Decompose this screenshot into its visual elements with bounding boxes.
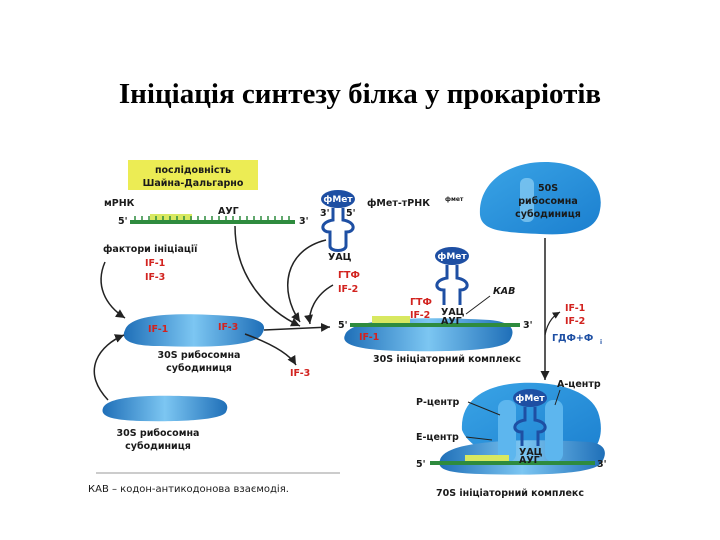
complex-30s-if2: IF-2: [410, 310, 430, 321]
gtp-label: ГТФ: [338, 270, 360, 281]
footnote: КАВ – кодон-антикодонова взаємодія.: [88, 483, 289, 495]
fmet-badge-mid: [435, 247, 469, 265]
complex-30s-met: фМет: [437, 252, 467, 262]
complex-70s-met: фМет: [515, 394, 545, 404]
mrna-5prime: 5': [118, 216, 128, 227]
trna-name-sup: фмет: [445, 196, 464, 203]
mrna-label: мРНК: [104, 198, 135, 209]
complex-70s-3prime: 3': [597, 459, 607, 470]
subunit-50s: [479, 162, 601, 235]
e-site-label: Е-центр: [416, 432, 459, 443]
complex-70s-small: [439, 440, 605, 475]
complex-70s-sd: [465, 455, 509, 463]
trna-bottom-structure: [513, 407, 547, 446]
mrna-ticks: [134, 216, 290, 222]
complex-70s-5prime: 5': [416, 459, 426, 470]
subunit-50s-line2: рибосомна: [518, 196, 578, 207]
arrow-trna-down: [287, 239, 327, 323]
p-site-pointer: [467, 401, 501, 416]
complex-30s-if1: IF-1: [359, 332, 379, 343]
fmet-badge-top: [321, 190, 355, 208]
sd-region: [150, 214, 192, 222]
trna-mid-structure: [435, 265, 469, 305]
p-site-label: Р-центр: [416, 397, 459, 408]
a-site-label: А-центр: [557, 379, 601, 390]
complex-70s-uac: УАЦ: [519, 447, 543, 458]
arrow-if2: [304, 284, 334, 325]
sd-line1: послідовність: [155, 165, 231, 176]
arrow-free-to-bound: [93, 334, 125, 401]
complex-30s-5prime: 5': [338, 320, 348, 331]
arrow-factors: [100, 261, 126, 319]
factors-title: фактори ініціації: [103, 244, 198, 255]
released-gdp: ГДФ+Ф: [552, 333, 593, 344]
bound-if3: IF-3: [218, 322, 238, 333]
subunit-30s-bound: [123, 314, 265, 347]
free-30s-line1: 30S рибосомна: [117, 428, 200, 439]
complex-30s-aug: АУГ: [441, 316, 462, 327]
e-site-pointer: [465, 436, 493, 441]
arrow-mrna-down: [234, 225, 301, 327]
kab-pointer: [465, 295, 491, 315]
factor-if3: IF-3: [145, 272, 165, 283]
trna-3prime: 3': [320, 208, 330, 219]
arrow-if3-out: [244, 333, 297, 366]
complex-30s-3prime: 3': [523, 320, 533, 331]
released-if1: IF-1: [565, 303, 585, 314]
sd-line2: Шайна-Дальгарно: [143, 178, 244, 189]
if3-released: IF-3: [290, 368, 310, 379]
fmet-badge-bottom: [513, 389, 547, 407]
shine-dalgarno-box: [128, 160, 258, 190]
free-30s-line2: субодиниця: [125, 441, 191, 452]
arrow-30s-to-complex: [263, 322, 331, 332]
fmet-top-label: фМет: [323, 195, 353, 205]
subunit-50s-line3: субодиниця: [515, 209, 581, 220]
subunit-50s-line1: 50S: [538, 183, 558, 194]
complex-30s-gtp: ГТФ: [410, 297, 432, 308]
p-site-column: [498, 400, 516, 462]
a-site-column: [545, 400, 563, 462]
factor-if1: IF-1: [145, 258, 165, 269]
mrna-3prime: 3': [299, 216, 309, 227]
trna-top-structure: [321, 208, 355, 252]
subunit-50s-tunnel: [520, 178, 534, 222]
released-if2: IF-2: [565, 316, 585, 327]
if2-label: IF-2: [338, 284, 358, 295]
bound-if1: IF-1: [148, 324, 168, 335]
arrow-release: [544, 311, 561, 336]
complex-30s-kab: КАВ: [493, 286, 515, 297]
complex-30s-sd: [372, 316, 410, 324]
complex-30s-uac: УАЦ: [441, 307, 465, 318]
a-site-pointer: [554, 389, 561, 406]
complex-70s-aug: АУГ: [519, 455, 540, 466]
bound-30s-line2: субодиниця: [166, 363, 232, 374]
released-gdp-sub: і: [600, 339, 602, 346]
subunit-30s-free: [102, 395, 228, 422]
trna-5prime: 5': [346, 208, 356, 219]
trna-top-anticodon: УАЦ: [328, 252, 352, 263]
bound-30s-line1: 30S рибосомна: [158, 350, 241, 361]
complex-70s-caption: 70S ініціаторний комплекс: [436, 488, 584, 499]
trna-name: фМет-тРНК: [367, 198, 430, 209]
page-title: Ініціація синтезу білка у прокаріотів: [118, 78, 602, 110]
complex-30s-caption: 30S ініціаторний комплекс: [373, 354, 521, 365]
mrna-aug: АУГ: [218, 206, 239, 217]
